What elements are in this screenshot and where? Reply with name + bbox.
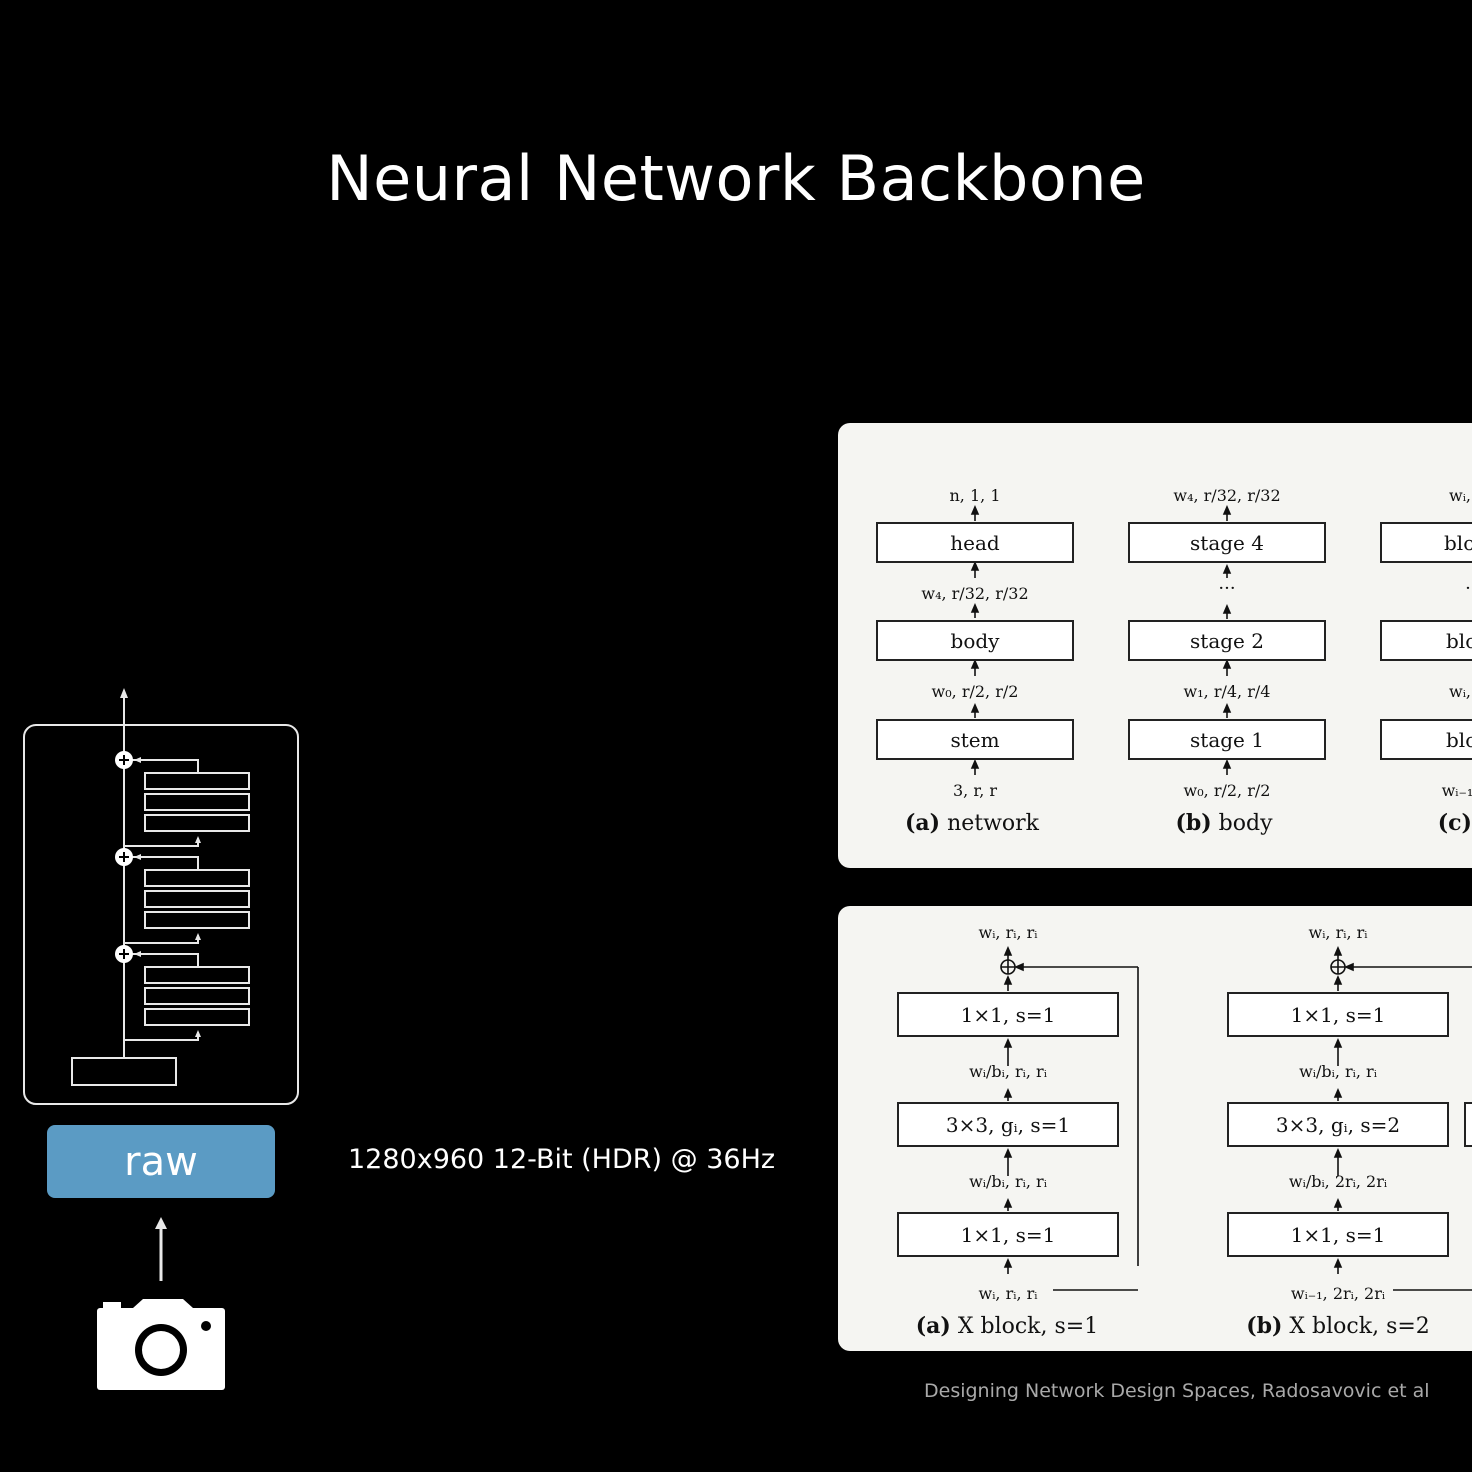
stem-input-label: 3, r, r (952, 781, 998, 800)
stage-mid-label: wᵢ, (1449, 682, 1471, 701)
xblock-panel: wᵢ, rᵢ, rᵢ 1×1, s=1 wᵢ/bᵢ, rᵢ, rᵢ 3×3, g… (838, 906, 1472, 1351)
stage-caption: (c) s (1437, 810, 1472, 836)
xblock-b-conv2-box: 3×3, gᵢ, s=2 (1227, 1102, 1449, 1147)
network-output-label: n, 1, 1 (949, 486, 1001, 505)
xblock-a-input-label: wᵢ, rᵢ, rᵢ (978, 1284, 1038, 1303)
stage-4-box: stage 4 (1128, 522, 1326, 563)
sensor-spec-text: 1280x960 12-Bit (HDR) @ 36Hz (348, 1144, 776, 1175)
xblock-b-output-label: wᵢ, rᵢ, rᵢ (1308, 923, 1368, 942)
body-dots: ··· (1218, 578, 1236, 599)
residual-stack-schematic (23, 688, 299, 1105)
xblock-b-input-label: wᵢ₋₁, 2rᵢ, 2rᵢ (1290, 1284, 1386, 1303)
xblock-a-conv2-box: 3×3, gᵢ, s=1 (897, 1102, 1119, 1147)
network-structure-panel: n, 1, 1 head w₄, r/32, r/32 body w₀, r/2… (838, 423, 1472, 868)
body-output-label: w₄, r/32, r/32 (1173, 486, 1281, 505)
stage-input-label: wᵢ₋₁, (1441, 781, 1472, 800)
network-caption: (a) network (904, 810, 1040, 836)
xblock-b-conv3-box: 1×1, s=1 (1227, 992, 1449, 1037)
stage-output-label: wᵢ, (1449, 486, 1471, 505)
head-box: head (876, 522, 1074, 563)
stage-2-box: stage 2 (1128, 620, 1326, 661)
raw-input-box: raw (47, 1125, 275, 1198)
camera-icon (97, 1299, 225, 1390)
xblock-arrows (1000, 945, 1472, 1291)
xblock-a-conv3-box: 1×1, s=1 (897, 992, 1119, 1037)
body-caption: (b) body (1175, 810, 1273, 836)
xblock-b-caption: (b) X block, s=2 (1246, 1313, 1430, 1339)
body-input-label: w₀, r/2, r/2 (931, 682, 1019, 701)
block-bot-box: blo (1380, 719, 1472, 760)
stage-dots: · (1465, 578, 1471, 599)
head-input-label: w₄, r/32, r/32 (921, 584, 1029, 603)
stem-box: stem (876, 719, 1074, 760)
block-top-box: blo (1380, 522, 1472, 563)
citation-text: Designing Network Design Spaces, Radosav… (924, 1380, 1430, 1402)
arrow-up-icon (155, 1217, 167, 1281)
body-box: body (876, 620, 1074, 661)
xblock-b-label-2: wᵢ/bᵢ, rᵢ, rᵢ (1299, 1062, 1377, 1081)
block-mid-box: blo (1380, 620, 1472, 661)
slide-title: Neural Network Backbone (326, 142, 1146, 215)
xblock-a-label-1: wᵢ/bᵢ, rᵢ, rᵢ (969, 1172, 1047, 1191)
xblock-b-conv1-box: 1×1, s=1 (1227, 1212, 1449, 1257)
xblock-c-partial-box (1464, 1102, 1472, 1147)
stage-2-input-label: w₁, r/4, r/4 (1183, 682, 1271, 701)
stage-1-box: stage 1 (1128, 719, 1326, 760)
xblock-a-output-label: wᵢ, rᵢ, rᵢ (978, 923, 1038, 942)
stage-1-input-label: w₀, r/2, r/2 (1183, 781, 1271, 800)
network-arrows (970, 504, 1232, 775)
xblock-b-label-1: wᵢ/bᵢ, 2rᵢ, 2rᵢ (1288, 1172, 1388, 1191)
xblock-a-caption: (a) X block, s=1 (915, 1313, 1099, 1339)
xblock-a-label-2: wᵢ/bᵢ, rᵢ, rᵢ (969, 1062, 1047, 1081)
xblock-a-conv1-box: 1×1, s=1 (897, 1212, 1119, 1257)
